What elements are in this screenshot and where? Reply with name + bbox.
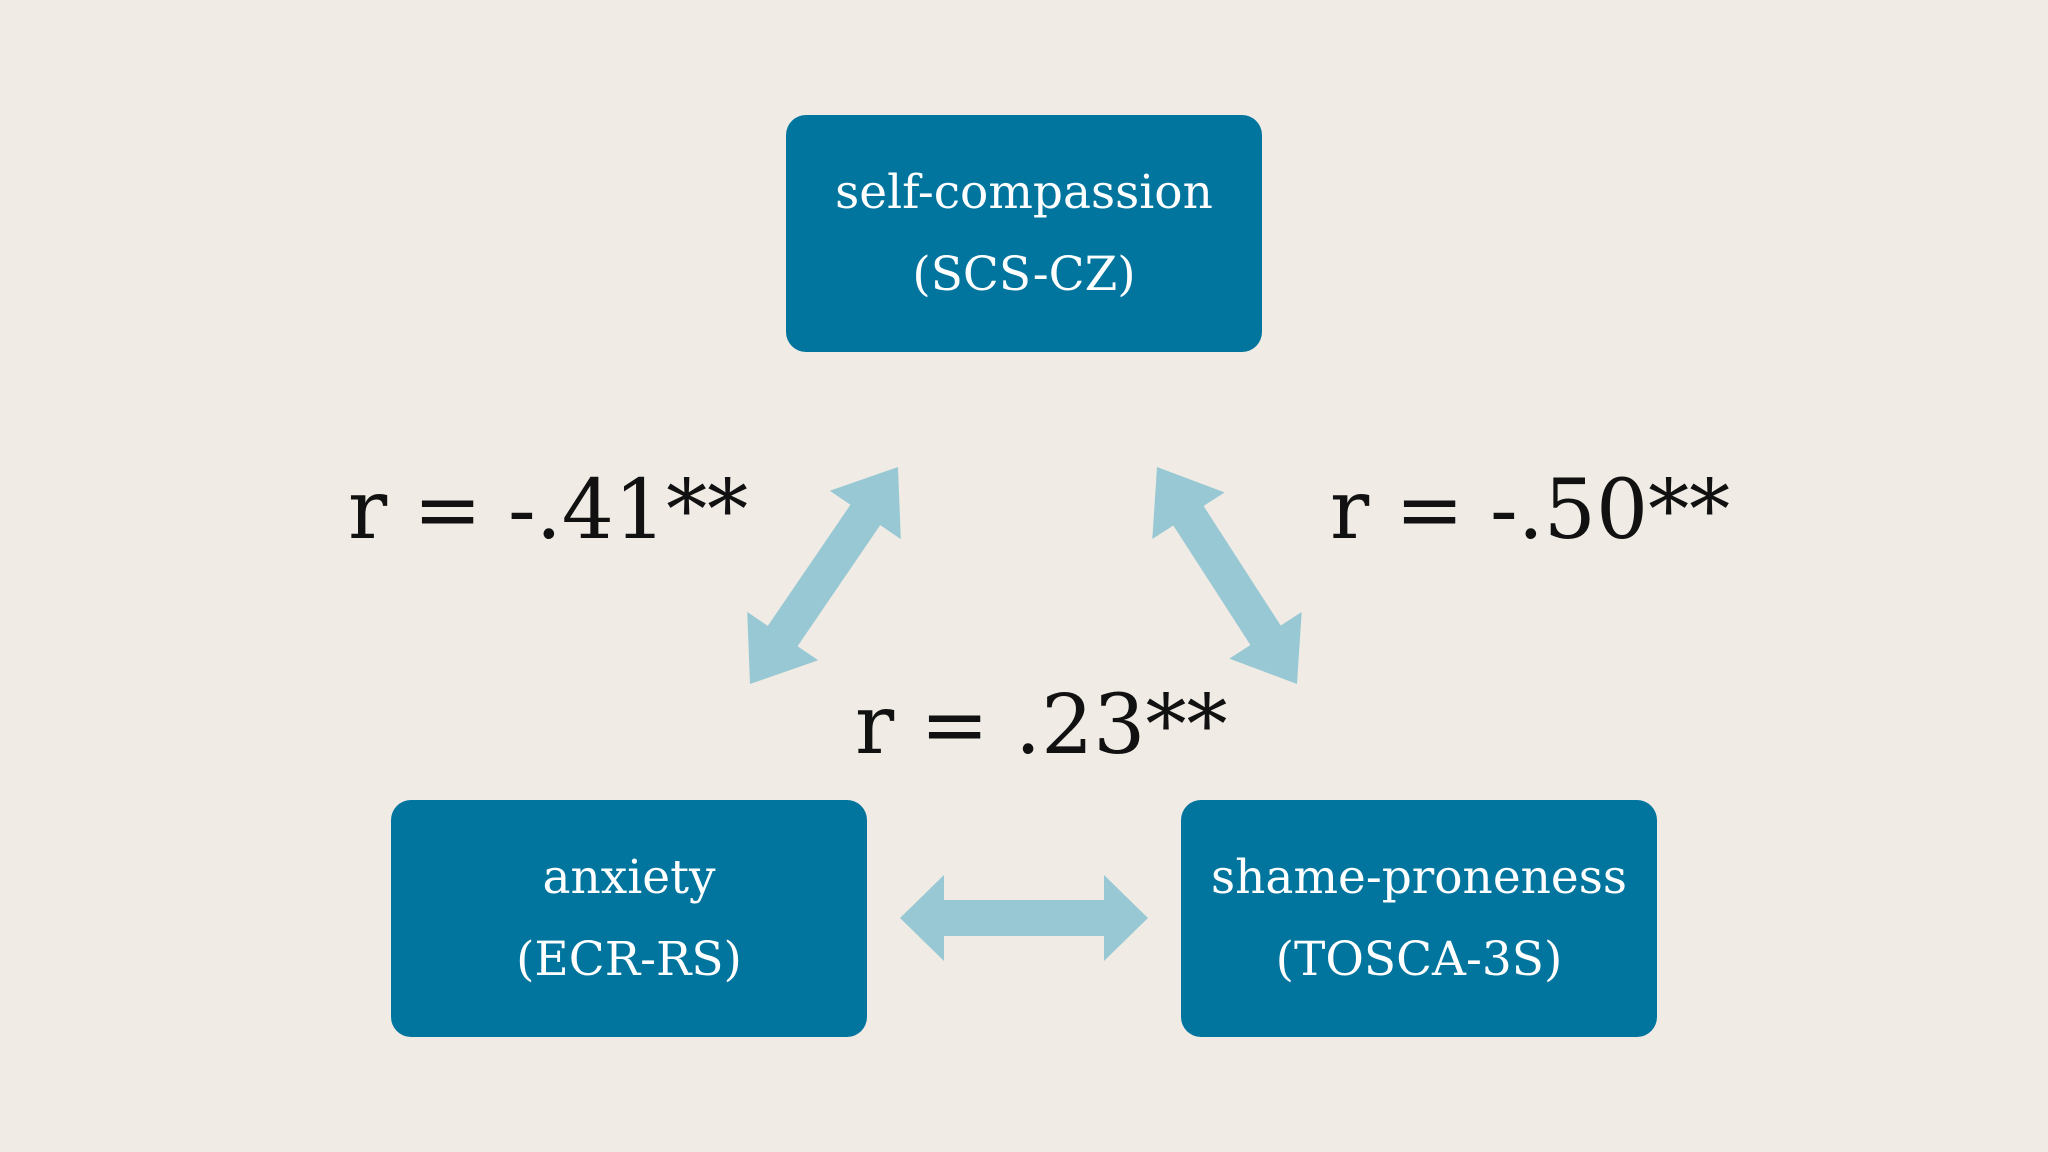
correlation-label-left: r = -.41** [348,463,749,558]
node-self-compassion: self-compassion (SCS-CZ) [786,115,1262,352]
node-measure: (SCS-CZ) [912,246,1136,302]
node-anxiety: anxiety (ECR-RS) [391,800,867,1037]
node-label: shame-proneness [1211,849,1627,905]
correlation-label-bottom: r = .23** [855,678,1228,773]
node-shame-proneness: shame-proneness (TOSCA-3S) [1181,800,1657,1037]
arrow-self-compassion-anxiety [747,467,901,684]
node-label: anxiety [542,849,716,905]
correlation-label-right: r = -.50** [1330,463,1731,558]
arrow-anxiety-shame [900,875,1148,961]
arrow-self-compassion-shame [1152,467,1302,684]
node-measure: (ECR-RS) [516,931,742,987]
node-measure: (TOSCA-3S) [1275,931,1563,987]
node-label: self-compassion [835,164,1213,220]
